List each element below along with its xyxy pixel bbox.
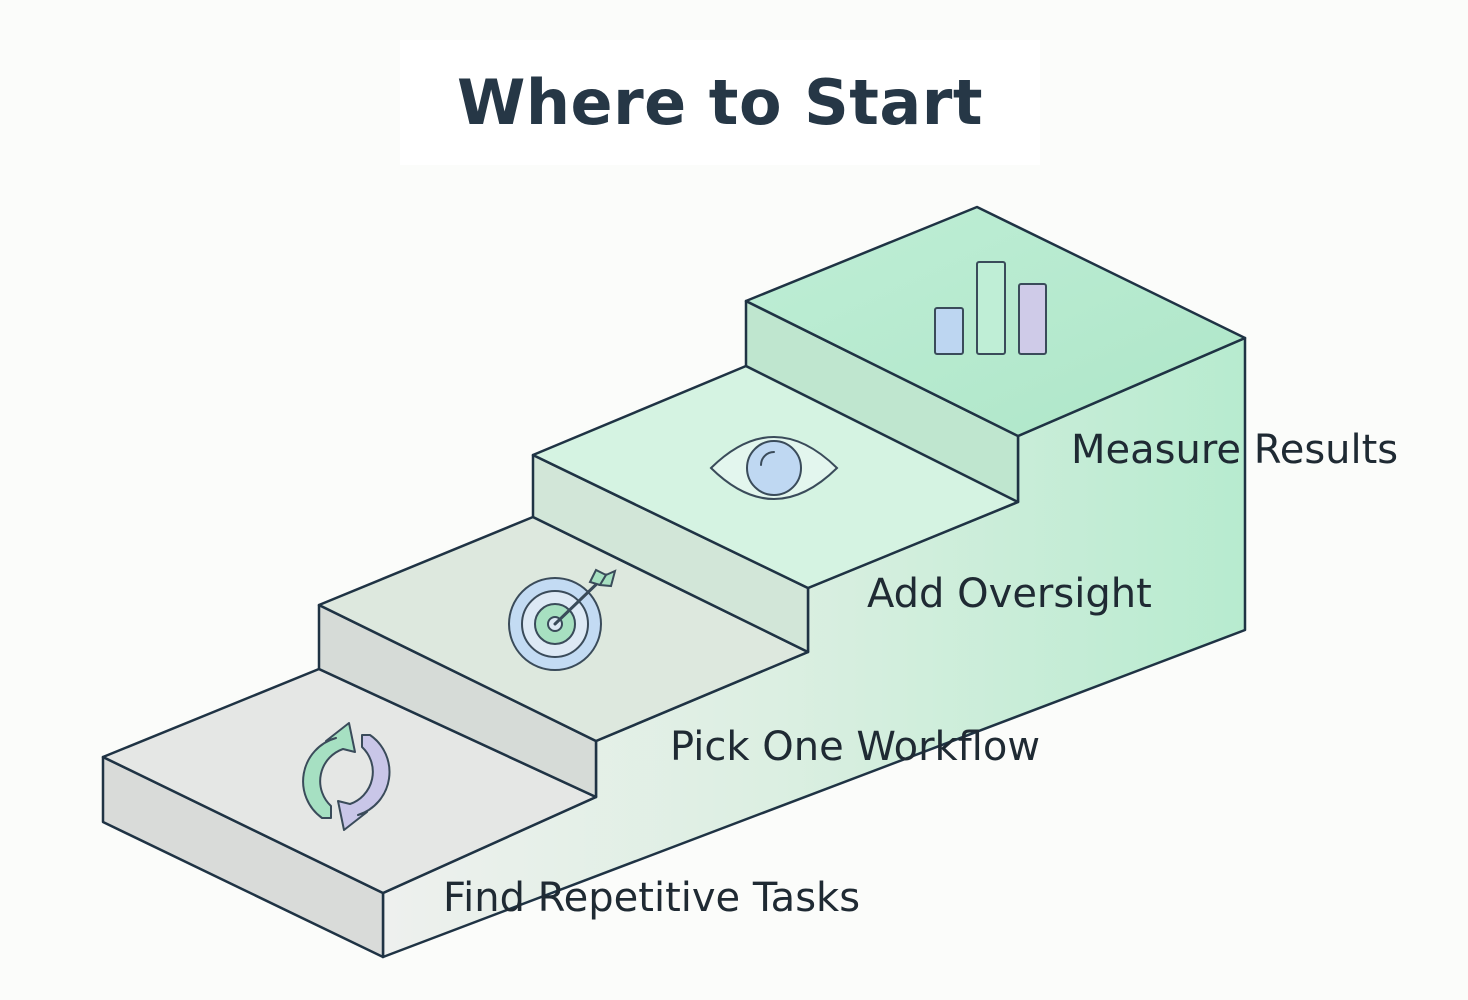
step-3-label: Add Oversight: [867, 571, 1152, 617]
step-1-label: Find Repetitive Tasks: [443, 875, 861, 921]
refresh-cycle-icon: [302, 722, 391, 831]
page-title: Where to Start: [457, 66, 983, 139]
title-box: Where to Start: [400, 40, 1040, 165]
bar-chart-icon: [934, 261, 1047, 355]
target-arrow-icon: [508, 568, 617, 671]
step-4-label: Measure Results: [1071, 427, 1399, 473]
step-2-label: Pick One Workflow: [670, 724, 1041, 770]
step-1-block: [101, 667, 598, 959]
eye-icon: [709, 436, 839, 500]
